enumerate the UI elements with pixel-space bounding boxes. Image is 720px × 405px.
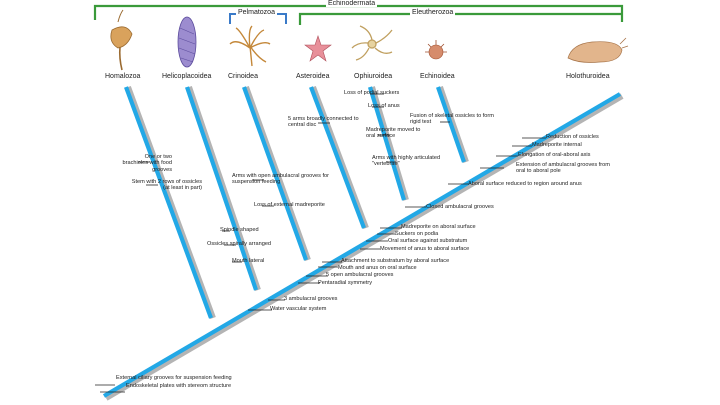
character-label: Arms with highly articulated "vertebrae" [372, 155, 441, 168]
helicoplacoid-illustration [177, 16, 197, 68]
homalozoa-illustration [110, 9, 133, 71]
sea-cucumber-illustration [567, 37, 629, 63]
brittle-star-illustration [351, 25, 393, 61]
character-label: 5 arms broadly connected to central disc [288, 116, 359, 129]
character-label: Aboral surface reduced to region around … [468, 181, 582, 187]
character-label: Arms with open ambulacral grooves for su… [232, 173, 330, 186]
character-label: Loss of podial suckers [344, 90, 400, 96]
taxon-crinoidea: Crinoidea [228, 73, 258, 80]
character-label: Loss of anus [368, 103, 400, 109]
character-label: Closed ambulacral grooves [426, 204, 494, 210]
character-label: 3 ambulacral grooves [284, 296, 338, 302]
character-label: Reduction of ossicles [546, 134, 599, 140]
asteroidea-branch [309, 86, 366, 229]
ophiuroidea-branch [367, 86, 407, 201]
character-label: Suckers on podia [395, 231, 439, 237]
character-label: Ossicles spirally arranged [207, 241, 272, 247]
taxon-homalozoa: Homalozoa [105, 73, 141, 80]
homalozoa-branch [124, 86, 213, 319]
character-label: Madreporite internal [532, 142, 582, 148]
character-label: Endoskeletal plates with stereom structu… [126, 383, 232, 389]
taxon-ophiuroidea: Ophiuroidea [354, 73, 393, 80]
sea-star-illustration [304, 35, 332, 62]
character-label: Fusion of skeletal ossicles to form rigi… [410, 113, 494, 126]
character-label: Madreporite moved to oral surface [366, 127, 421, 140]
eleutherozoa-bracket [298, 12, 622, 25]
character-label: External ciliary grooves for suspension … [116, 375, 232, 381]
group-brackets [93, 4, 624, 25]
echinodermata-label: Echinodermata [326, 0, 378, 7]
character-ticks [95, 93, 546, 393]
character-label: Mouth and anus on oral surface [338, 265, 417, 271]
eleutherozoa-label: Eleutherozoa [410, 9, 456, 16]
character-label: Water vascular system [270, 306, 327, 312]
character-label: Loss of external madreporite [254, 202, 325, 208]
sea-urchin-illustration [425, 40, 447, 60]
character-label: Oral surface against substratum [388, 238, 468, 244]
taxon-echinoidea: Echinoidea [420, 73, 455, 80]
crinoidea-branch [242, 86, 308, 261]
taxon-helicoplacoidea: Helicoplacoidea [162, 73, 212, 80]
character-label: Pentaradial symmetry [318, 280, 373, 286]
character-label: Attachment to substratum by aboral surfa… [341, 258, 450, 264]
taxon-asteroidea: Asteroidea [296, 73, 330, 80]
character-label: Extension of ambulacral grooves from ora… [516, 162, 610, 175]
echinoidea-branch [436, 86, 466, 163]
taxon-holothuroidea: Holothuroidea [566, 73, 610, 80]
branches [102, 86, 622, 398]
character-label: 5 open ambulacral grooves [326, 272, 394, 278]
character-label: Madreporite on aboral surface [401, 224, 476, 230]
character-label: Elongation of oral-aboral axis [518, 152, 591, 158]
character-label: Spindle shaped [220, 227, 259, 233]
character-label: Mouth lateral [232, 258, 265, 264]
helicoplacoidea-branch [185, 86, 258, 291]
main-trunk-branch [102, 92, 622, 398]
character-label: Stem with 2 rows of ossicles (at least i… [131, 179, 202, 192]
character-label: One or two brachioles with food grooves [122, 154, 172, 173]
crinoid-illustration [229, 25, 271, 67]
pelmatozoa-label: Pelmatozoa [236, 9, 277, 16]
character-label: Movement of anus to aboral surface [380, 246, 470, 252]
